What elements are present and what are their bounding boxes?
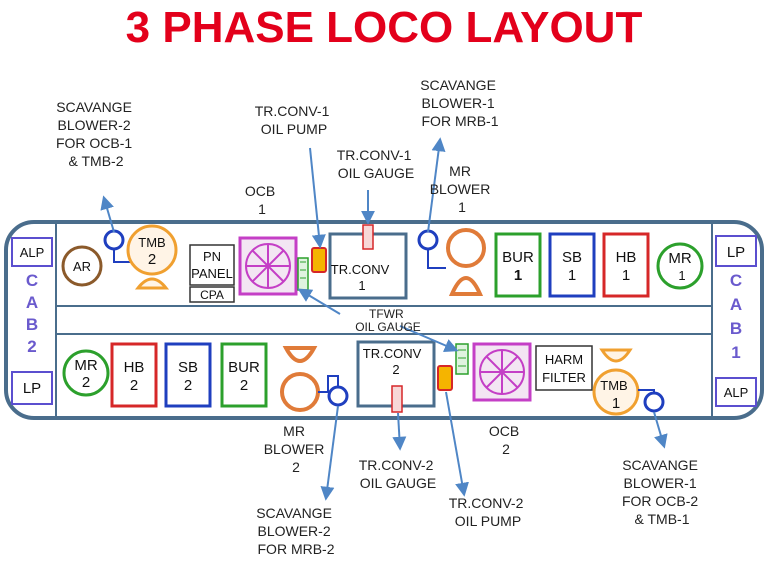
tmb-2 [126, 224, 178, 276]
callout-scavenge-blower-1-mrb1: SCAVANGE BLOWER-1 FOR MRB-1 [420, 77, 500, 129]
hb-2-number: 2 [130, 377, 138, 394]
hb-1-number: 1 [622, 267, 630, 284]
scavenge-blower-2-top [103, 229, 125, 251]
cab-left-letter-b: B [26, 315, 38, 334]
alp-box-right [715, 377, 757, 407]
pn-label: PN [203, 249, 221, 264]
mr-1-label: MR [668, 250, 691, 267]
sb-1 [548, 232, 596, 298]
tmb-1-number: 1 [612, 395, 620, 412]
bur-1-number: 1 [514, 267, 522, 284]
bur-2-label: BUR [228, 359, 260, 376]
sb-2-label: SB [178, 359, 198, 376]
lp-label-right: LP [727, 244, 745, 261]
sb-2-number: 2 [184, 377, 192, 394]
scavenge-blower-2-bottom [327, 385, 349, 407]
tmb-2-number: 2 [148, 251, 156, 268]
scavenge-blower-1-top [417, 229, 439, 251]
callout-tr-conv-1-oil-pump: TR.CONV-1 OIL PUMP [255, 103, 334, 137]
hb-1-label: HB [616, 249, 637, 266]
sb-1-label: SB [562, 249, 582, 266]
tr-conv-2-label: TR.CONV [363, 346, 422, 361]
tmb-1 [599, 348, 633, 363]
ocb-1-fan [238, 236, 298, 296]
alp-label-right: ALP [724, 385, 749, 400]
cab-right-letter-b: B [730, 319, 742, 338]
alp-box-left [11, 237, 53, 267]
bur-1-label: BUR [502, 249, 534, 266]
lp-box-left [11, 371, 53, 405]
mr-2 [62, 349, 110, 397]
filter-label: FILTER [542, 370, 586, 385]
panel-label: PANEL [191, 266, 233, 281]
cpa-box [189, 286, 235, 303]
tr-conv-1-oil-pump [311, 247, 327, 273]
callout-ocb-2: OCB 2 [489, 423, 523, 457]
tr-conv-1-oil-gauge [362, 224, 374, 250]
mr-blower-1 [446, 228, 486, 268]
ar-tank [61, 245, 103, 287]
bur-2-number: 2 [240, 377, 248, 394]
tr-conv-2-oil-pump [437, 365, 453, 391]
mr-1-number: 1 [678, 268, 685, 283]
cab-left-letter-c: C [26, 271, 38, 290]
cab-left-number: 2 [27, 337, 36, 356]
ocb-2-fan [472, 342, 532, 402]
tmb-1-label: TMB [600, 378, 627, 393]
tr-conv-2-number: 2 [392, 362, 399, 377]
tfwr-oil-gauge-top [297, 257, 309, 291]
harm-filter [535, 345, 593, 391]
tr-conv-1-label: TR.CONV [331, 262, 390, 277]
cab-left-letter-a: A [26, 293, 38, 312]
callout-tr-conv-1-oil-gauge: TR.CONV-1 OIL GAUGE [337, 147, 416, 181]
sb-2 [164, 342, 212, 408]
tmb-2-label: TMB [138, 235, 165, 250]
callout-mr-blower-2: MR BLOWER 2 [264, 423, 329, 475]
alp-label-left: ALP [20, 245, 45, 260]
tr-conv-2-oil-gauge [391, 385, 403, 413]
mr-1 [656, 242, 704, 290]
hb-2 [110, 342, 158, 408]
mr-2-number: 2 [82, 374, 90, 391]
tr-conv-1-number: 1 [358, 278, 365, 293]
hb-2-label: HB [124, 359, 145, 376]
callout-arrows [100, 137, 668, 501]
callout-tfwr-oil-gauge: TFWR OIL GAUGE [355, 307, 421, 334]
tfwr-oil-gauge-bottom [455, 343, 469, 375]
bur-2 [220, 342, 268, 408]
cpa-label: CPA [200, 288, 224, 302]
callout-ocb-1: OCB 1 [245, 183, 279, 217]
sb-1-number: 1 [568, 267, 576, 284]
callout-scavenge-blower-1-ocb2: SCAVANGE BLOWER-1 FOR OCB-2 & TMB-1 [622, 457, 702, 527]
callout-tr-conv-2-oil-pump: TR.CONV-2 OIL PUMP [449, 495, 528, 529]
harm-label: HARM [545, 352, 583, 367]
cab-right-letter-a: A [730, 295, 742, 314]
ar-label: AR [73, 259, 91, 274]
scavenge-blower-1-bottom [643, 391, 665, 413]
lp-label-left: LP [23, 380, 41, 397]
pn-panel [189, 244, 235, 286]
page-title: 3 PHASE LOCO LAYOUT [125, 3, 643, 52]
lp-box-right [715, 235, 757, 267]
callout-mr-blower-1: MR BLOWER 1 [430, 163, 495, 215]
cab-right-letter-c: C [730, 271, 742, 290]
mr-2-label: MR [74, 357, 97, 374]
callout-tr-conv-2-oil-gauge: TR.CONV-2 OIL GAUGE [359, 457, 438, 491]
callout-scavenge-blower-2-mrb2: SCAVANGE BLOWER-2 FOR MRB-2 [256, 505, 336, 557]
cab-right-number: 1 [731, 343, 740, 362]
callout-scavenge-blower-2-ocb1: SCAVANGE BLOWER-2 FOR OCB-1 & TMB-2 [56, 99, 136, 169]
mr-blower-2 [282, 346, 318, 363]
hb-1 [602, 232, 650, 298]
bur-1 [494, 232, 542, 298]
